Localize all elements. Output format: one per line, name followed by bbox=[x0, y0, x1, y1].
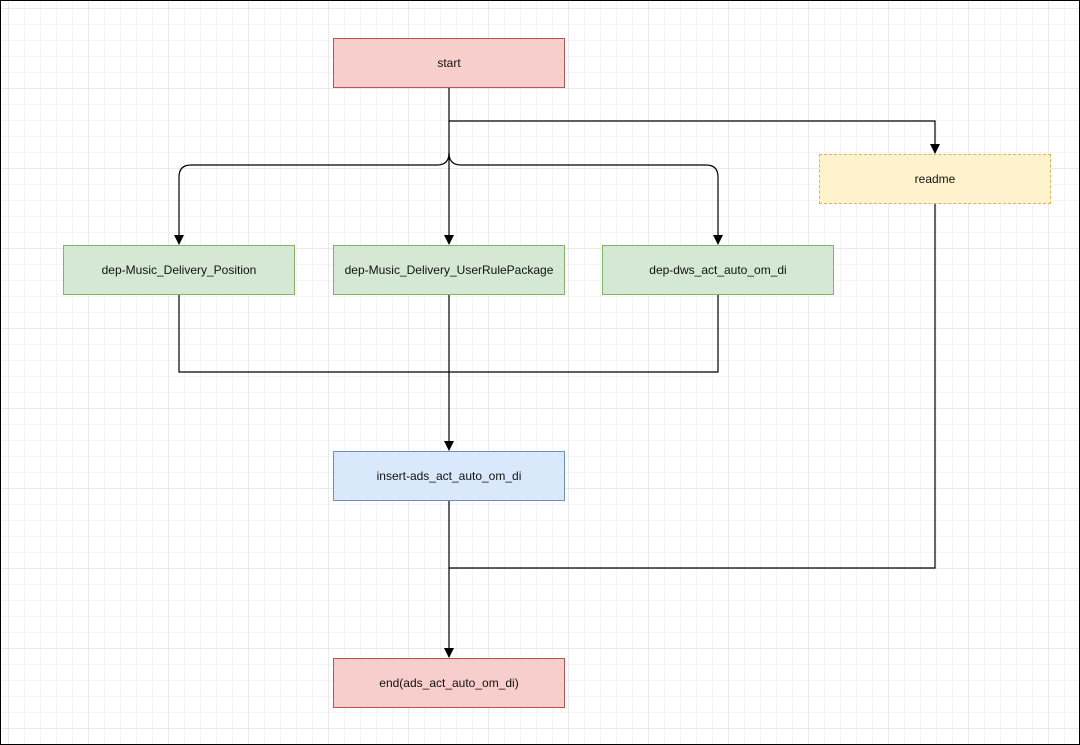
end-node[interactable]: end(ads_act_auto_om_di) bbox=[333, 658, 565, 708]
user-rule-package-dependency-node[interactable]: dep-Music_Delivery_UserRulePackage bbox=[333, 245, 565, 295]
position-dependency-label: dep-Music_Delivery_Position bbox=[101, 263, 257, 277]
edge-start-to-readme bbox=[448, 88, 940, 154]
start-node[interactable]: start bbox=[333, 38, 565, 88]
insert-node[interactable]: insert-ads_act_auto_om_di bbox=[333, 451, 565, 501]
readme-node[interactable]: readme bbox=[819, 154, 1051, 204]
insert-node-label: insert-ads_act_auto_om_di bbox=[376, 469, 522, 483]
readme-node-label: readme bbox=[914, 172, 956, 186]
user-rule-package-dependency-label: dep-Music_Delivery_UserRulePackage bbox=[344, 263, 554, 277]
edge-readme-to-end bbox=[449, 204, 936, 569]
dws-dependency-label: dep-dws_act_auto_om_di bbox=[649, 263, 787, 277]
position-dependency-node[interactable]: dep-Music_Delivery_Position bbox=[63, 245, 295, 295]
dws-dependency-node[interactable]: dep-dws_act_auto_om_di bbox=[602, 245, 834, 295]
edge-start-to-dws bbox=[448, 152, 723, 245]
end-node-label: end(ads_act_auto_om_di) bbox=[379, 676, 519, 690]
edge-start-to-position bbox=[174, 152, 450, 245]
start-node-label: start bbox=[437, 56, 461, 70]
